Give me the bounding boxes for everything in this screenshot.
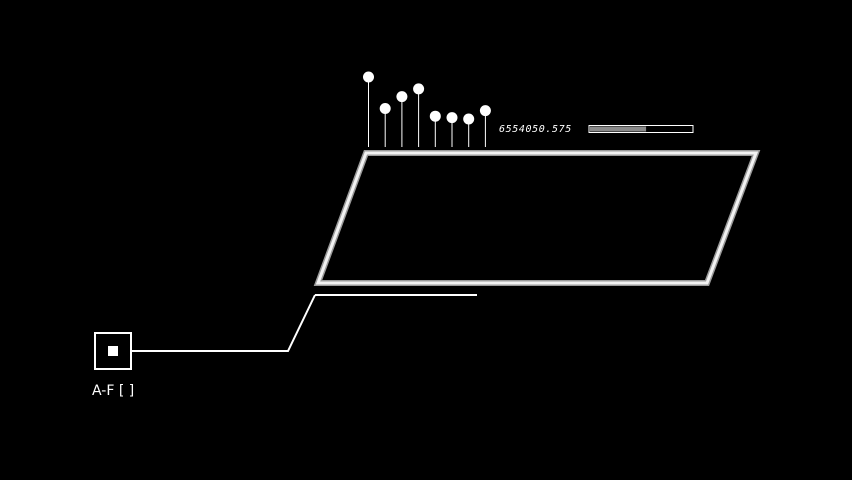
- pin-head: [446, 112, 458, 124]
- main-frame-shadow: [313, 150, 761, 286]
- pin-head: [479, 105, 491, 117]
- pin-head: [363, 71, 374, 83]
- main-frame-border: [315, 151, 759, 285]
- main-frame: [313, 150, 761, 286]
- readout-value: 6554050.575: [499, 124, 572, 135]
- progress-fill: [590, 126, 647, 132]
- target-label: A-F [ ]: [92, 383, 134, 399]
- readout-progress-bar: [588, 125, 694, 133]
- pin-head: [429, 110, 441, 122]
- pin-indicator-group: [363, 71, 491, 147]
- target-outer-square: [94, 332, 132, 370]
- target-inner-square: [108, 346, 118, 356]
- square-target-icon: [94, 332, 132, 370]
- pin-head: [463, 113, 475, 125]
- progress-track: [588, 125, 694, 133]
- connector-line: [131, 294, 316, 352]
- pin-head: [379, 103, 391, 114]
- pin-head: [396, 91, 408, 103]
- pin-head: [413, 83, 425, 95]
